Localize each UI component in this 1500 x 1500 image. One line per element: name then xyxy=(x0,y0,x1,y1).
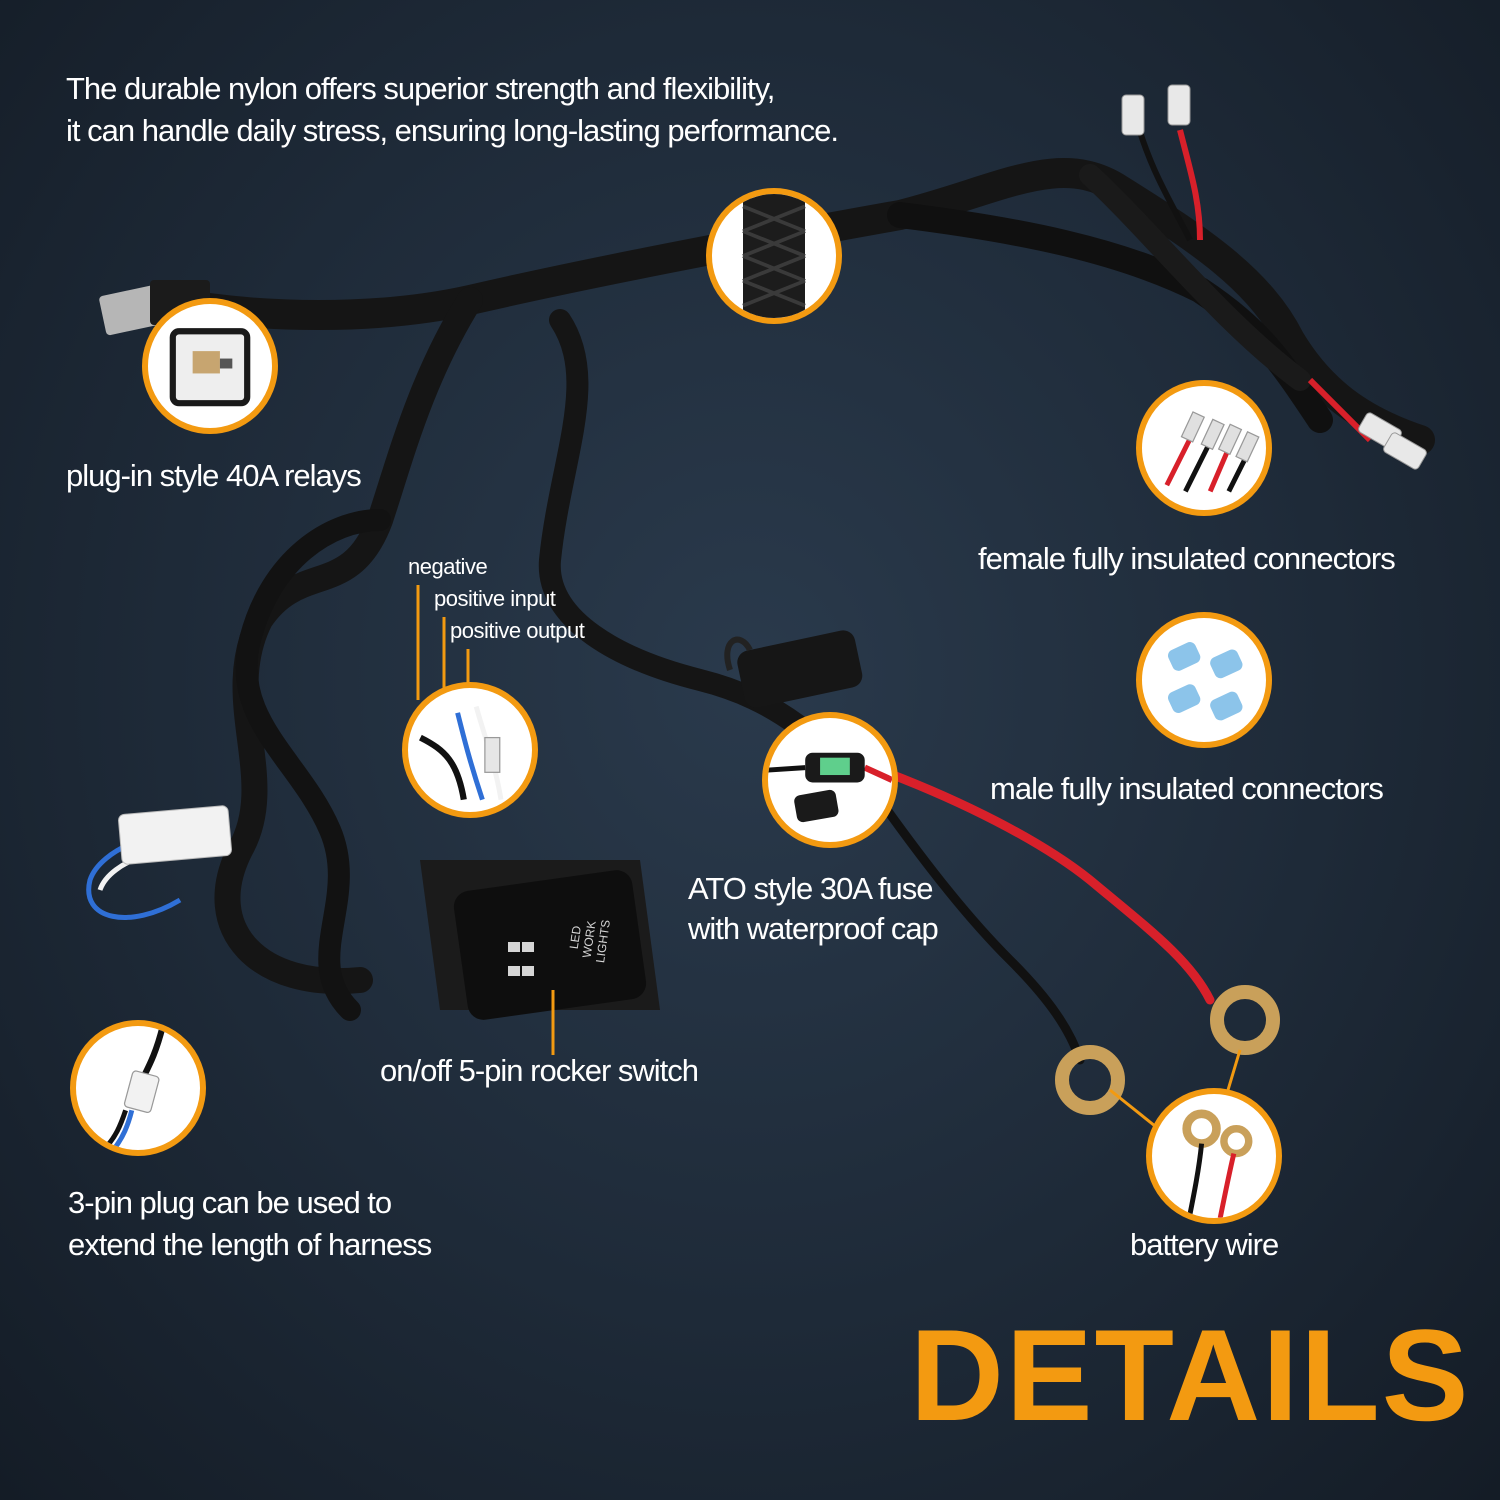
positive-input-wire-label: positive input xyxy=(434,586,556,611)
battery-wire-detail-circle xyxy=(1146,1088,1282,1224)
plug-label-line-1: 3-pin plug can be used to xyxy=(68,1185,392,1220)
wire-ends-icon xyxy=(419,705,504,801)
rocker-switch xyxy=(420,860,660,1020)
fuse-label-line-2: with waterproof cap xyxy=(688,911,939,946)
battery-wire-icon xyxy=(1182,1109,1253,1218)
switch-face-text: LED WORK LIGHTS xyxy=(564,907,652,978)
relay-detail-circle xyxy=(142,298,278,434)
battery-wire-label: battery wire xyxy=(1130,1227,1279,1262)
intro-line-2: it can handle daily stress, ensuring lon… xyxy=(66,113,839,148)
wire-ends-detail-circle xyxy=(402,682,538,818)
fuse-icon xyxy=(768,752,892,823)
male-connectors-detail-circle xyxy=(1136,612,1272,748)
female-connectors-label: female fully insulated connectors xyxy=(978,541,1396,576)
intro-line-1: The durable nylon offers superior streng… xyxy=(66,71,775,106)
braided-sleeve-icon xyxy=(742,194,806,318)
switch-label: on/off 5-pin rocker switch xyxy=(380,1053,699,1088)
plug-label-line-2: extend the length of harness xyxy=(68,1227,432,1262)
relay-label: plug-in style 40A relays xyxy=(66,458,362,493)
three-pin-plug-icon xyxy=(101,1026,166,1150)
details-headline: DETAILS xyxy=(910,1302,1471,1448)
three-pin-plug-detail-circle xyxy=(70,1020,206,1156)
male-connectors-label: male fully insulated connectors xyxy=(990,771,1384,806)
positive-output-wire-label: positive output xyxy=(450,618,585,643)
female-connectors-detail-circle xyxy=(1136,380,1272,516)
male-connector-icon xyxy=(1167,642,1243,721)
braided-sleeve-detail-circle xyxy=(706,188,842,324)
fuse-label-line-1: ATO style 30A fuse xyxy=(688,871,933,906)
negative-wire-label: negative xyxy=(408,554,488,579)
fuse-detail-circle xyxy=(762,712,898,848)
female-connector-icon xyxy=(1164,411,1260,493)
relay-icon xyxy=(169,328,251,407)
